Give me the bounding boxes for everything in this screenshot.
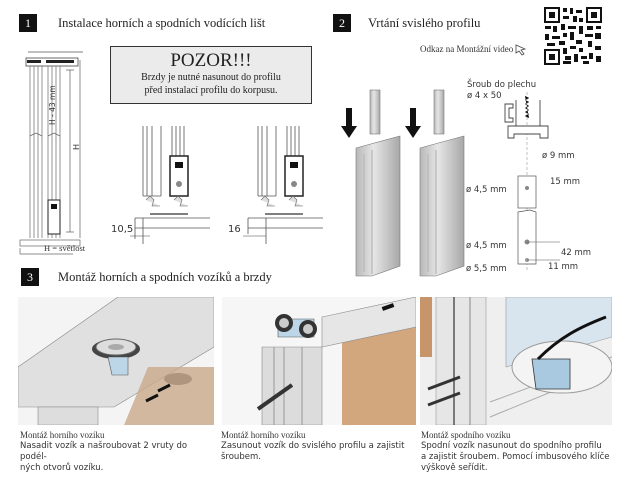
caption-1-title: Montáž horního vozíku (20, 430, 105, 440)
qr-code-icon[interactable] (543, 6, 603, 66)
step-1-title: Instalace horních a spodních vodících li… (58, 16, 266, 30)
warning-box: POZOR!!! Brzdy je nutné nasunout do prof… (110, 46, 312, 104)
caption-3-title: Montáž spodního vozíku (421, 430, 511, 440)
height-label: H (72, 143, 81, 150)
screw-label: Šroub do plechu (467, 80, 537, 90)
dist-b-label: 42 mm (561, 248, 592, 258)
offset-b-label: 16 (228, 224, 241, 235)
video-link-label[interactable]: Odkaz na Montážní video (420, 44, 514, 54)
down-arrow-icon (405, 108, 421, 138)
rail-detail-a (130, 126, 210, 244)
cursor-arrow-icon (515, 44, 527, 56)
caption-3-line-1: Spodní vozík nasunout do spodního profil… (421, 441, 602, 451)
warning-line-2: před instalací profilu do korpusu. (144, 85, 278, 96)
vertical-profile-drilling-illustration (341, 89, 465, 277)
caption-1: Montáž horního vozíku Nasadit vozík a na… (20, 430, 210, 474)
down-arrow-icon (341, 108, 357, 138)
step-1-number: 1 (19, 14, 37, 32)
caption-3-line-3: výškově seřídit. (421, 463, 488, 473)
caption-2-line-2: šroubem. (221, 452, 261, 462)
caption-1-line-1: Nasadit vozík a našroubovat 2 vruty do p… (20, 441, 188, 462)
warning-title: POZOR!!! (170, 50, 252, 71)
step-2-number: 2 (333, 14, 351, 32)
hole-top-label: ø 9 mm (542, 151, 575, 161)
hole-b-label: ø 4,5 mm (466, 241, 507, 251)
hole-c-label: ø 5,5 mm (466, 264, 507, 274)
step-3-number: 3 (21, 268, 39, 286)
hole-a-label: ø 4,5 mm (466, 185, 507, 195)
inner-height-label: H - 43 mm (48, 85, 57, 125)
clearance-label: H = světlost (44, 243, 86, 253)
dist-a-label: 15 mm (550, 177, 581, 187)
caption-3-line-2: a zajistit šroubem. Pomocí imbusového kl… (421, 452, 610, 462)
step-2-title: Vrtání svislého profilu (368, 16, 481, 30)
screw-size-label: ø 4 x 50 (467, 91, 502, 101)
top-carriage-illustration-1 (18, 297, 214, 425)
dist-c-label: 11 mm (548, 262, 579, 272)
top-carriage-illustration-2 (222, 297, 416, 425)
caption-3: Montáž spodního vozíku Spodní vozík nasu… (421, 430, 621, 474)
offset-a-label: 10,5 (111, 224, 134, 235)
caption-1-line-2: ných otvorů vozíku. (20, 463, 104, 473)
warning-line-1: Brzdy je nutné nasunout do profilu (141, 72, 281, 83)
caption-2: Montáž horního vozíku Zasunout vozík do … (221, 430, 415, 463)
video-link[interactable]: Odkaz na Montážní video (420, 44, 527, 56)
caption-2-line-1: Zasunout vozík do svislého profilu a zaj… (221, 441, 405, 451)
profile-cross-section-diagram (504, 92, 560, 272)
rail-detail-b (243, 126, 323, 244)
caption-2-title: Montáž horního vozíku (221, 430, 306, 440)
bottom-carriage-illustration (420, 297, 612, 425)
step-3-title: Montáž horních a spodních vozíků a brzdy (58, 270, 272, 284)
rail-elevation-diagram (19, 51, 83, 255)
